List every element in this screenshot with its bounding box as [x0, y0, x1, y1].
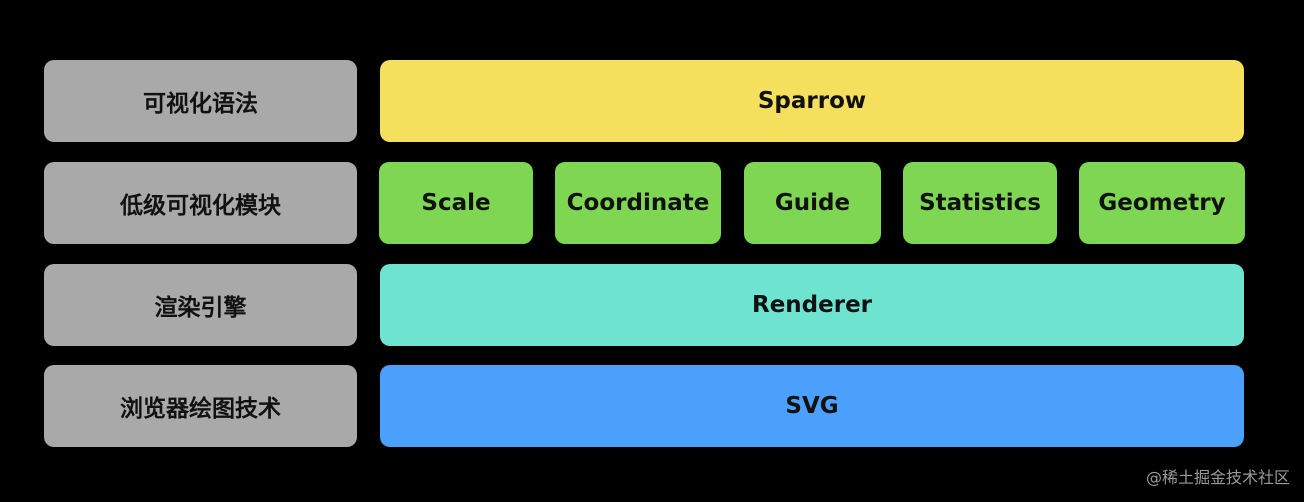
module-label: Coordinate [566, 190, 710, 216]
layer-label-text: 浏览器绘图技术 [120, 396, 281, 422]
module-box-guide: Guide [744, 162, 881, 244]
layer-label-text: 渲染引擎 [154, 295, 247, 321]
renderer-box: Renderer [380, 264, 1244, 346]
module-label: Guide [774, 190, 851, 216]
module-label: Statistics [919, 190, 1041, 216]
layer-label-text: 可视化语法 [143, 91, 258, 117]
module-box-geometry: Geometry [1079, 162, 1245, 244]
layer-label-low-level-modules: 低级可视化模块 [44, 162, 357, 244]
module-box-coordinate: Coordinate [555, 162, 721, 244]
layer-label-render-engine: 渲染引擎 [44, 264, 357, 346]
module-label: Scale [421, 190, 491, 216]
svg-label: SVG [785, 393, 839, 419]
layer-label-visualization-grammar: 可视化语法 [44, 60, 357, 142]
layer-label-browser-drawing-tech: 浏览器绘图技术 [44, 365, 357, 447]
renderer-label: Renderer [751, 292, 873, 318]
layer-label-text: 低级可视化模块 [120, 193, 281, 219]
module-box-statistics: Statistics [903, 162, 1057, 244]
module-box-scale: Scale [379, 162, 533, 244]
svg-box: SVG [380, 365, 1244, 447]
module-label: Geometry [1098, 190, 1226, 216]
sparrow-label: Sparrow [757, 88, 867, 114]
sparrow-box: Sparrow [380, 60, 1244, 142]
watermark: @稀土掘金技术社区 [1145, 468, 1290, 487]
